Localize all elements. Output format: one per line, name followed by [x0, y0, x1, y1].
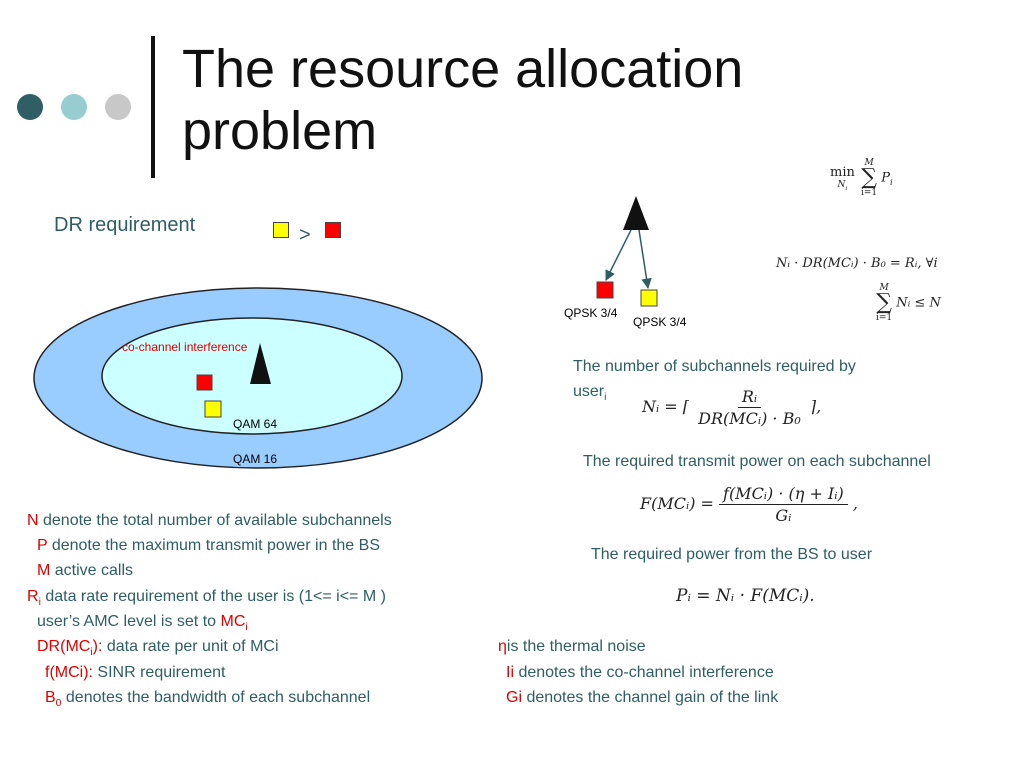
constraint-2-equation: M ∑ i=1 Nᵢ ≤ N: [876, 283, 941, 323]
definition-dr: DR(MCi): data rate per unit of MCi: [37, 638, 279, 658]
definition-b-text: denotes the bandwidth of each subchannel: [61, 689, 371, 706]
title-line-2: problem: [182, 101, 378, 161]
p-equation: Pᵢ = Nᵢ · F(MCᵢ).: [676, 586, 815, 606]
definition-mc-text: user’s AMC level is set to: [37, 613, 221, 630]
ni-fraction: Rᵢ DR(MCᵢ) · B₀: [694, 387, 805, 428]
dr-requirement-label: DR requirement: [54, 214, 196, 236]
sum-upper-limit: M: [864, 158, 874, 168]
qpsk-right-label: QPSK 3/4: [633, 315, 687, 329]
definition-f-symbol: f(MCi):: [45, 664, 93, 681]
definition-r-text: data rate requirement of the user is (1<…: [40, 588, 386, 605]
definition-b: B0 denotes the bandwidth of each subchan…: [45, 689, 370, 709]
definition-dr-sub: i: [90, 647, 93, 659]
definition-m: M active calls: [37, 562, 133, 580]
f-end: ,: [852, 494, 858, 513]
sum-symbol-2: ∑: [876, 290, 892, 315]
constraint-2-rhs: Nᵢ ≤ N: [896, 295, 941, 311]
objective-term-sub: i: [890, 177, 893, 188]
definition-eta-text: is the thermal noise: [506, 638, 646, 655]
qam16-label: QAM 16: [233, 452, 278, 466]
definition-r: Ri data rate requirement of the user is …: [27, 588, 386, 608]
definition-f-text: SINR requirement: [92, 664, 226, 681]
title-divider: [151, 36, 155, 178]
interference-label: co-channel interference: [122, 340, 248, 354]
base-station-icon-2: [623, 196, 649, 230]
link-arrow-right: [638, 229, 652, 290]
definition-gi-text: denotes the channel gain of the link: [522, 689, 779, 706]
constraint-1-equation: Nᵢ · DR(MCᵢ) · B₀ = Rᵢ, ∀i: [776, 256, 938, 271]
sum2-lower-limit: i=1: [876, 313, 893, 323]
definition-mc-sub: i: [245, 622, 248, 634]
min-subscript-i: i: [845, 185, 848, 192]
definition-gi-symbol: Gi: [506, 689, 522, 706]
definition-eta: ηis the thermal noise: [498, 638, 646, 656]
decor-dot-2: [61, 94, 87, 120]
qam64-label: QAM 64: [233, 417, 278, 431]
red-user-icon-2: [596, 281, 614, 299]
objective-equation: min Ni M ∑ i=1 Pi: [830, 158, 893, 198]
definition-mc: user’s AMC level is set to MCi: [37, 613, 248, 633]
ni-end: ⌉,: [809, 397, 822, 416]
definition-n-symbol: N: [27, 512, 39, 529]
sum-lower-limit: i=1: [861, 188, 878, 198]
sum-symbol: ∑: [861, 165, 877, 190]
definition-gi: Gi denotes the channel gain of the link: [506, 689, 778, 707]
definition-b-sub: 0: [55, 698, 62, 710]
power-each-subchannel-text: The required transmit power on each subc…: [583, 453, 931, 470]
definition-dr-symbol-end: ):: [92, 638, 103, 655]
definition-ii-symbol: Ii: [506, 664, 514, 681]
bs-user-diagram: [596, 196, 658, 307]
definition-dr-text: data rate per unit of MCi: [102, 638, 279, 655]
f-numerator: f(MCᵢ) · (η + Iᵢ): [719, 484, 848, 505]
f-fraction: f(MCᵢ) · (η + Iᵢ) Gᵢ: [719, 484, 848, 525]
sum2-upper-limit: M: [879, 283, 889, 293]
base-station-icon: [250, 343, 271, 384]
f-denominator: Gᵢ: [775, 506, 792, 525]
f-lhs: F(MCᵢ) =: [640, 494, 714, 513]
definition-n-text: denote the total number of available sub…: [38, 512, 392, 529]
cell-diagram: [33, 287, 483, 469]
definition-dr-symbol: DR(MC: [37, 638, 91, 655]
page-title: The resource allocation problem: [182, 38, 743, 162]
definition-ii-text: denotes the co-channel interference: [514, 664, 774, 681]
definition-eta-symbol: η: [498, 638, 507, 655]
decor-dot-1: [17, 94, 43, 120]
subchannel-text-line2: useri: [573, 383, 606, 403]
subchannel-text-sub: i: [604, 392, 607, 404]
red-user-icon: [196, 374, 213, 391]
definition-p: P denote the maximum transmit power in t…: [37, 537, 380, 555]
link-arrow-left: [605, 229, 632, 281]
ni-lhs: Nᵢ = ⌈: [642, 397, 690, 416]
ni-equation: Nᵢ = ⌈ Rᵢ DR(MCᵢ) · B₀ ⌉,: [642, 387, 821, 428]
power-bs-text: The required power from the BS to user: [591, 546, 873, 563]
definition-m-symbol: M: [37, 562, 51, 579]
yellow-user-icon-2: [640, 289, 658, 307]
definition-r-symbol: R: [27, 588, 39, 605]
definition-ii: Ii denotes the co-channel interference: [506, 664, 774, 682]
yellow-user-icon: [204, 400, 222, 418]
objective-term: P: [881, 170, 891, 186]
red-square-icon: [325, 222, 341, 238]
ni-denominator: DR(MCᵢ) · B₀: [698, 409, 801, 428]
definition-p-text: denote the maximum transmit power in the…: [47, 537, 380, 554]
f-equation: F(MCᵢ) = f(MCᵢ) · (η + Iᵢ) Gᵢ ,: [640, 484, 858, 525]
definition-r-sub: i: [38, 597, 41, 609]
greater-than-sign: >: [299, 224, 311, 246]
qpsk-left-label: QPSK 3/4: [564, 306, 618, 320]
min-subscript: N: [837, 179, 846, 190]
definition-p-symbol: P: [37, 537, 48, 554]
definition-b-symbol: B: [45, 689, 56, 706]
decor-dot-3: [105, 94, 131, 120]
subchannel-text-user: user: [573, 383, 605, 400]
definition-mc-symbol: MC: [220, 613, 246, 630]
min-operator: min: [830, 164, 855, 180]
definition-n: N denote the total number of available s…: [27, 512, 392, 530]
subchannel-text-line1: The number of subchannels required by: [573, 358, 856, 375]
ni-numerator: Rᵢ: [737, 387, 762, 408]
definition-m-text: active calls: [50, 562, 134, 579]
definition-f: f(MCi): SINR requirement: [45, 664, 225, 682]
title-line-1: The resource allocation: [182, 39, 744, 99]
yellow-square-icon: [273, 222, 289, 238]
